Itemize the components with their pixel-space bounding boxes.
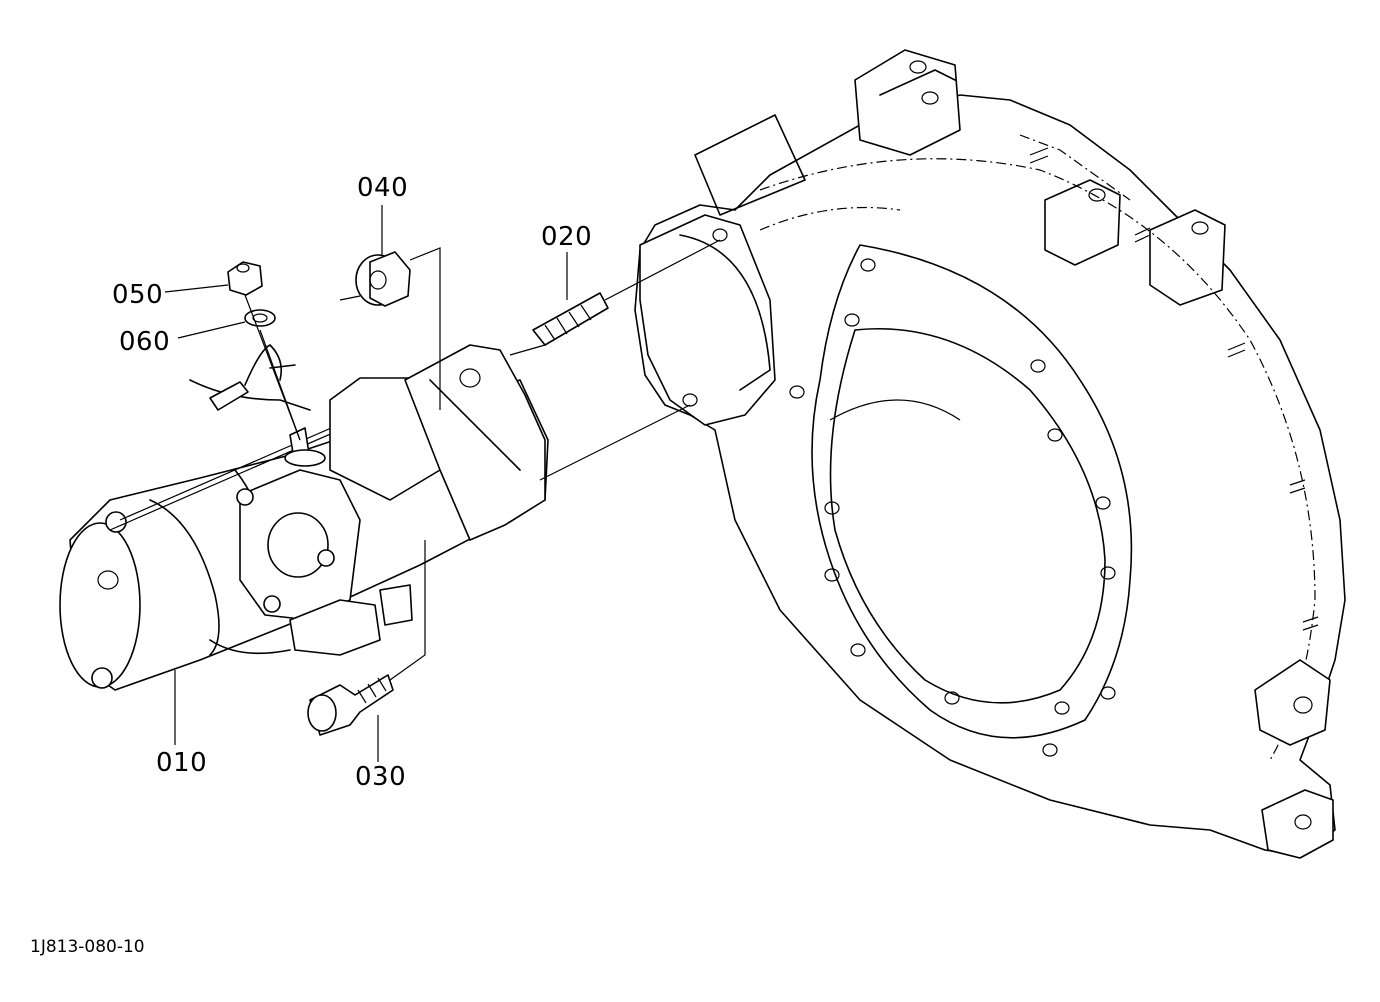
part-label-050: 050	[112, 280, 164, 310]
part-050-nut	[227, 261, 263, 296]
flywheel-housing	[634, 49, 1346, 859]
part-label-060: 060	[119, 327, 171, 357]
assembly-guide-lines	[244, 239, 721, 681]
drawing-code: 1J813-080-10	[30, 937, 145, 957]
part-label-040: 040	[357, 173, 409, 203]
part-060-washer	[244, 309, 276, 327]
part-040-nut	[355, 251, 411, 307]
leader-lines	[164, 205, 568, 762]
part-label-030: 030	[355, 762, 407, 792]
part-030-bolt	[307, 674, 394, 736]
starter-motor	[59, 344, 549, 691]
part-label-010: 010	[156, 748, 208, 778]
part-020-stud	[532, 292, 609, 346]
part-label-020: 020	[541, 222, 593, 252]
